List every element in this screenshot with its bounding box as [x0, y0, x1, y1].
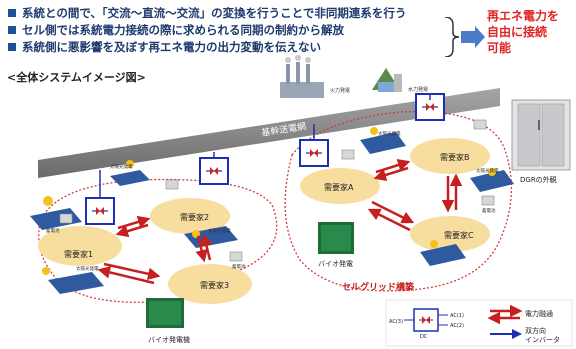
thermal-plant-icon	[280, 55, 324, 98]
consumer-a-area	[300, 168, 380, 204]
bullet-3: 系統側に悪影響を及ぼす再エネ電力の出力変動を伝えない	[8, 38, 448, 55]
legend-inverter-label-2: インバータ	[525, 335, 560, 344]
solar-label-mid: 太陽光発電	[208, 227, 231, 234]
dgr-cabinet-icon	[511, 99, 571, 171]
bio-generator-label-left: バイオ発電機	[148, 335, 190, 344]
legend-power-label: 電力融通	[525, 309, 553, 318]
battery-label-right: 蓄電池	[482, 207, 496, 214]
power-exchange-arrow	[97, 159, 463, 285]
bullet-square-icon	[8, 42, 16, 51]
consumer-2-area	[150, 198, 230, 234]
consumer-1-label: 需要家1	[64, 249, 93, 259]
consumer-b-label: 需要家B	[440, 152, 470, 162]
legend-ac-left: AC(3)	[389, 319, 403, 325]
sun-icon	[42, 127, 496, 275]
thermal-plant-label: 火力発電	[330, 87, 350, 94]
bio-generator-icon	[146, 222, 354, 328]
right-cell-boundary	[284, 111, 513, 292]
callout-text: 再エネ電力を 自由に接続 可能	[487, 9, 560, 55]
consumer-a-label: 需要家A	[324, 182, 354, 192]
grid-line	[38, 88, 500, 178]
consumer-c-label: 需要家C	[444, 230, 474, 240]
legend	[385, 299, 573, 347]
battery-label-left: 蓄電池	[46, 227, 60, 234]
bullet-1: 系統との間で、「交流～直流～交流」の変換を行うことで非同期連系を行う	[8, 4, 448, 21]
consumer-3-area	[168, 264, 252, 304]
bio-generator-label-right: バイオ発電	[318, 259, 353, 268]
legend-dc: DC	[420, 334, 428, 340]
solar-label-b: 太陽光発電	[378, 130, 401, 137]
hydro-plant-icon	[372, 68, 402, 92]
dgr-connection	[99, 94, 431, 198]
battery-icon	[59, 119, 495, 262]
bullet-square-icon	[8, 8, 16, 17]
battery-label-mid: 蓄電池	[232, 263, 246, 270]
consumer-b-area	[410, 138, 490, 174]
legend-ac-right-1: AC(1)	[450, 313, 464, 319]
brace-arrow-icon	[444, 17, 485, 57]
legend-inverter-label-1: 双方向	[525, 326, 546, 335]
bullet-2: セル側では系統電力接続の際に求められる同期の制約から解放	[8, 21, 448, 38]
legend-ac-right-2: AC(2)	[450, 323, 464, 329]
consumer-3-label: 需要家3	[200, 280, 229, 290]
consumer-c-area	[410, 216, 490, 252]
dgr-exterior-label: DGRの外観	[520, 175, 557, 184]
consumer-2-label: 需要家2	[180, 212, 209, 222]
dgr-converter-icon	[85, 93, 445, 225]
solar-label-right: 太陽光発電	[476, 167, 499, 174]
page-subtitle: <全体システムイメージ図>	[7, 71, 146, 84]
consumer-1-area	[38, 226, 122, 266]
solar-label-top: 太陽光発電	[110, 163, 133, 170]
bullet-square-icon	[8, 25, 16, 34]
solar-label-left: 太陽光発電	[76, 265, 99, 272]
hydro-plant-label: 水力発電	[408, 86, 428, 93]
header-bullets: 系統との間で、「交流～直流～交流」の変換を行うことで非同期連系を行う セル側では…	[8, 4, 448, 55]
cell-grid-label: セルグリッド構築	[342, 281, 415, 293]
